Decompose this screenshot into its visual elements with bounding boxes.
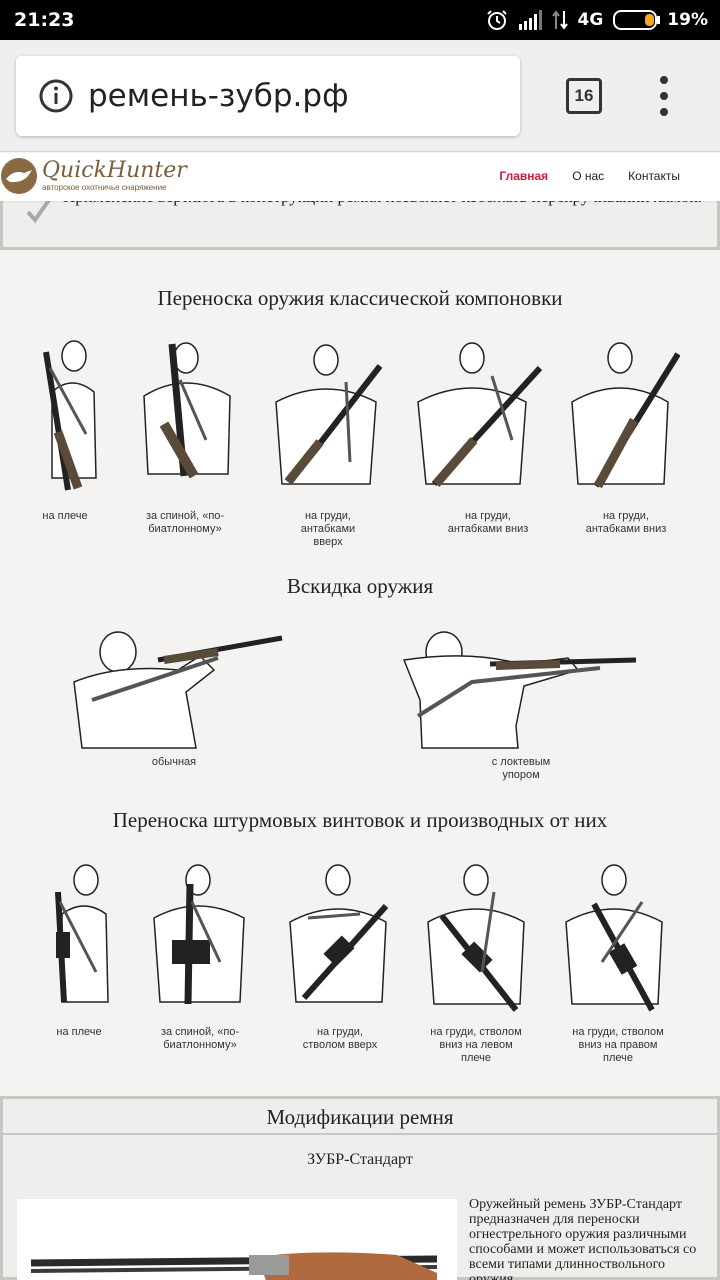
tab-count: 16 [574,86,594,105]
caption-classic-4: на груди, антабками вниз [447,510,529,535]
main-nav: Главная О нас Контакты [499,169,680,183]
figure-assault-chest-down-left [427,864,525,1012]
tabs-button[interactable]: 16 [566,78,602,114]
caption-aiming-1: обычная [151,756,197,768]
info-icon[interactable] [38,78,74,114]
shotgun-image [30,1252,438,1280]
figure-classic-chest-down-2 [571,342,680,489]
figure-assault-chest-up [289,864,389,1003]
modifications-panel: Модификации ремня ЗУБР-Стандарт Оружейны… [0,1096,720,1280]
battery-icon [613,10,661,30]
data-transfer-icon [551,10,568,30]
nav-contacts[interactable]: Контакты [628,169,680,183]
nav-about[interactable]: О нас [572,169,605,183]
duck-logo-icon [1,158,37,194]
browser-toolbar: ремень-зубр.рф 16 [0,40,720,152]
overflow-menu-icon[interactable] [652,76,676,116]
figure-assault-shoulder [55,864,109,1003]
figure-classic-chest-down [417,342,542,487]
caption-assault-3: на груди, стволом вверх [302,1026,378,1051]
caption-classic-3: на груди, антабками вверх [300,510,356,548]
caption-aiming-2: с локтевым упором [491,756,551,781]
product-photo[interactable] [17,1199,457,1280]
address-bar[interactable]: ремень-зубр.рф [16,56,520,136]
status-time: 21:23 [14,9,75,31]
caption-assault-4: на груди, стволом вниз на левом плече [430,1026,522,1064]
status-icons: 4G 19% [486,9,708,31]
battery-percent: 19% [667,10,708,30]
site-header: QuickHunter авторское охотничье снаряжен… [0,153,720,201]
check-icon [26,198,51,224]
figure-classic-back [143,342,231,478]
figure-classic-chest-up [275,344,383,485]
caption-assault-5: на груди, стволом вниз на правом плече [572,1026,664,1064]
modification-name: ЗУБР-Стандарт [307,1151,413,1168]
nav-home[interactable]: Главная [499,169,549,183]
figure-aiming-elbow [402,631,637,749]
signal-icon [518,10,542,30]
figure-classic-shoulder [43,340,97,491]
url-text[interactable]: ремень-зубр.рф [88,78,349,114]
logo-subtitle: авторское охотничье снаряжение [42,183,167,192]
section-title-aiming: Вскидка оружия [286,574,434,598]
caption-classic-2: за спиной, «по-биатлонному» [145,510,225,535]
caption-classic-5: на груди, антабками вниз [585,510,667,535]
modification-description: Оружейный ремень ЗУБР-Стандарт предназна… [469,1197,697,1280]
logo-title: QuickHunter [42,158,187,183]
caption-classic-1: на плече [42,510,88,522]
figure-aiming-normal [73,631,283,749]
network-type: 4G [577,10,604,30]
alarm-icon [486,10,507,30]
caption-assault-1: на плече [56,1026,102,1038]
battery: 19% [613,10,708,30]
status-bar: 21:23 4G 19% [0,0,720,40]
figure-assault-chest-down-right [565,864,663,1012]
modifications-title: Модификации ремня [3,1099,717,1135]
figure-assault-back [153,864,245,1005]
caption-assault-2: за спиной, «по-биатлонному» [160,1026,240,1051]
section-title-classic: Переноска оружия классической компоновки [157,286,563,310]
site-logo[interactable]: QuickHunter авторское охотничье снаряжен… [0,157,187,195]
section-title-assault: Переноска штурмовых винтовок и производн… [112,808,608,832]
